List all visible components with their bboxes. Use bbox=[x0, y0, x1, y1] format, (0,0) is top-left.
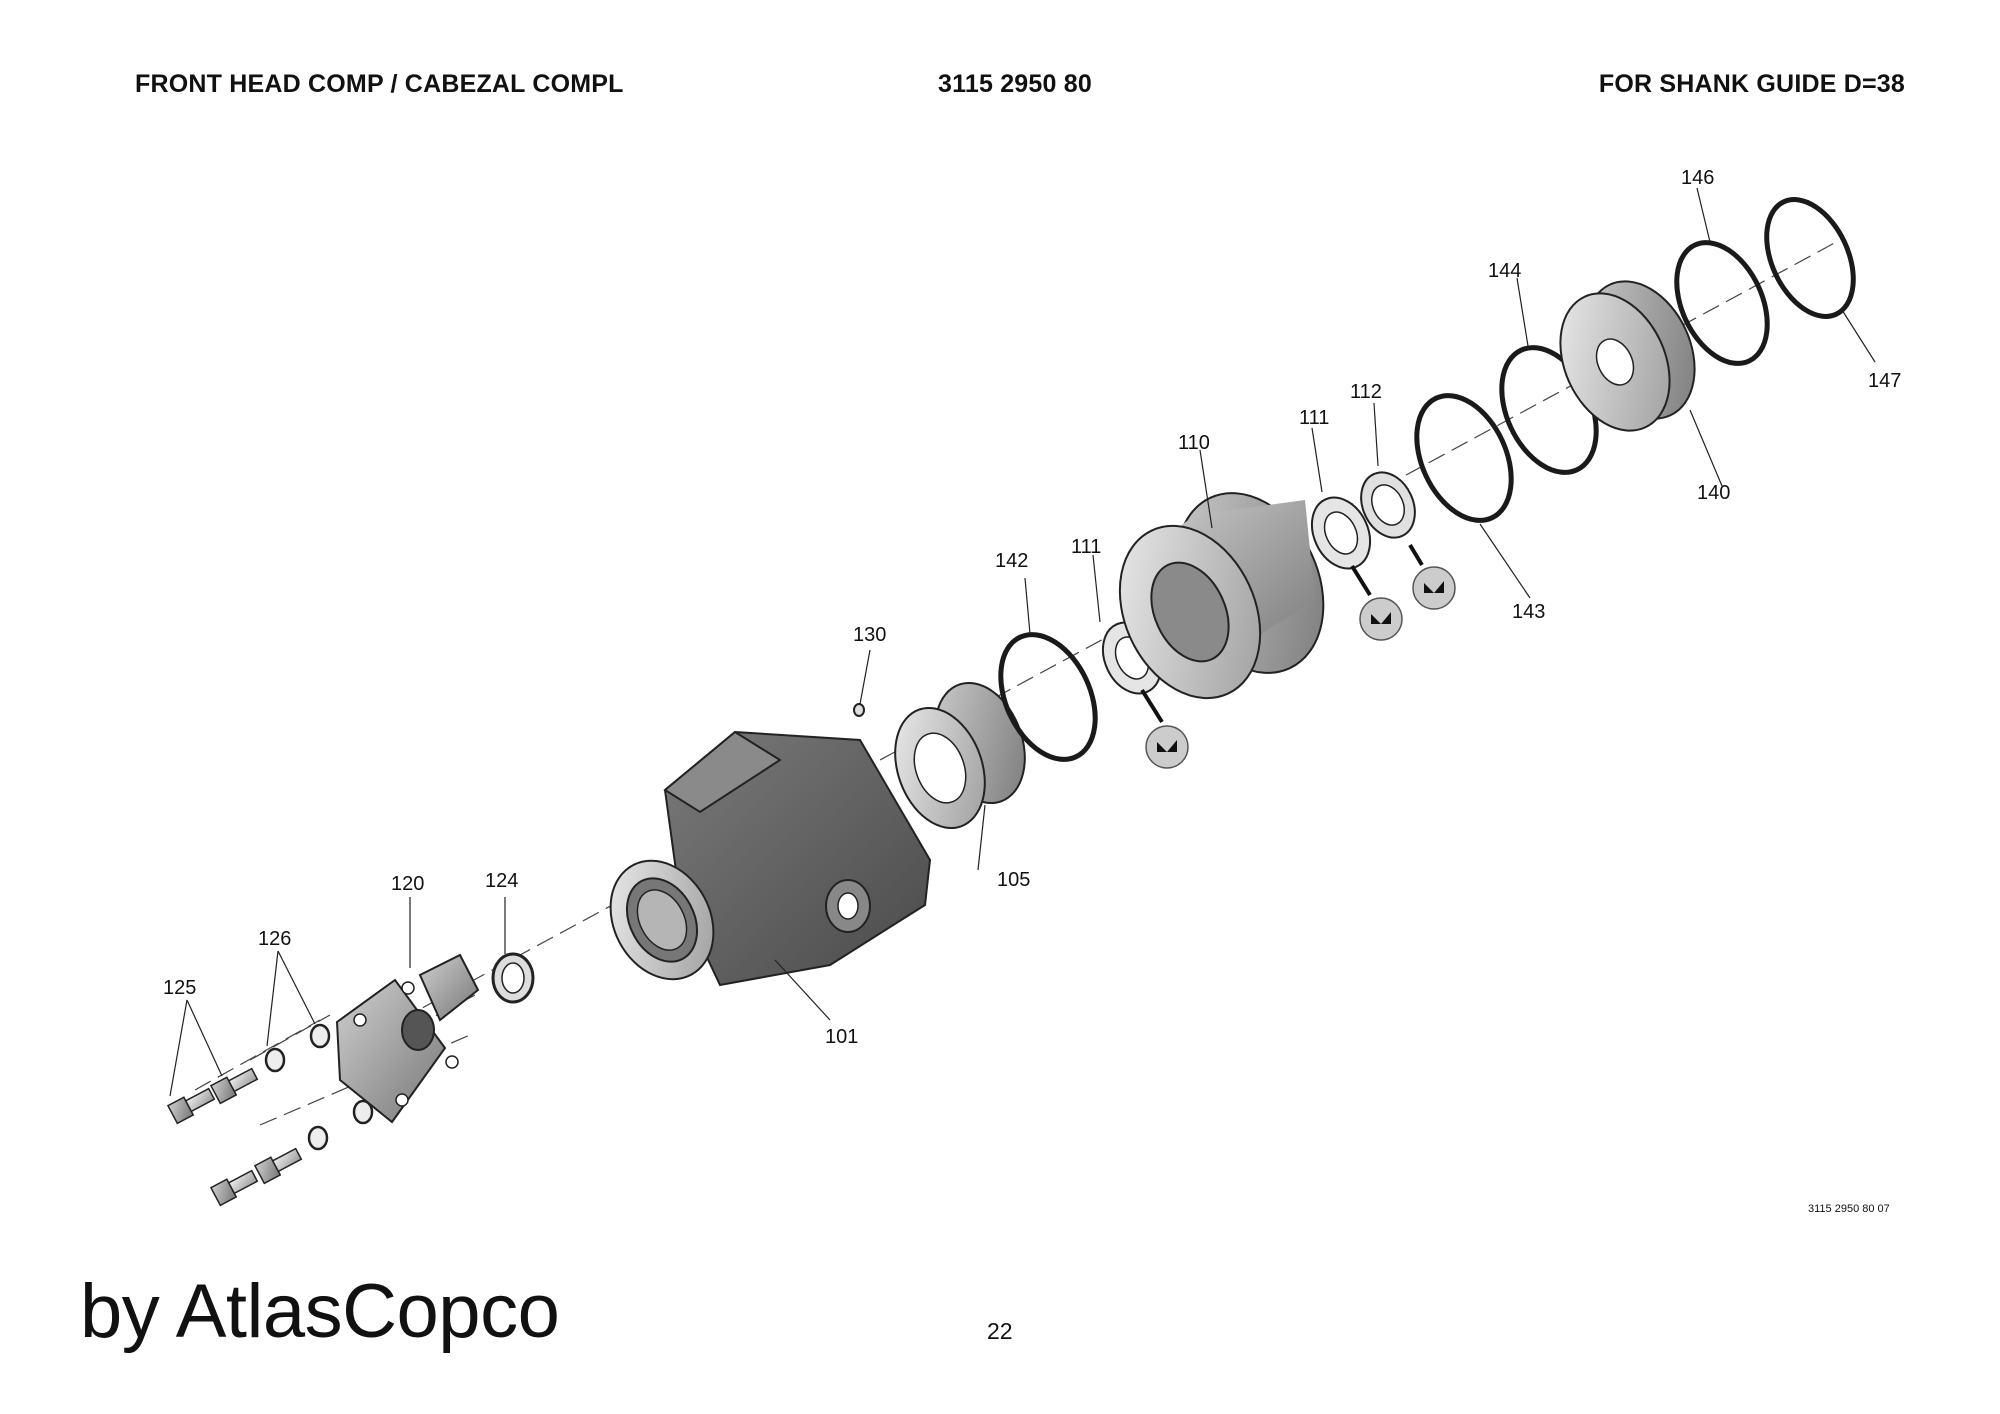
callout-130: 130 bbox=[853, 624, 886, 646]
seal-111-rear bbox=[1310, 496, 1372, 570]
callout-111: 111 bbox=[1299, 407, 1329, 429]
seal-profile-icon bbox=[1350, 564, 1403, 641]
callout-110: 110 bbox=[1178, 432, 1210, 454]
brand-text: by AtlasCopco bbox=[80, 1269, 560, 1354]
callout-125: 125 bbox=[163, 977, 196, 999]
header-part-number: 3115 2950 80 bbox=[938, 70, 1092, 98]
callout-120: 120 bbox=[391, 873, 424, 895]
bolt-125-upper-2 bbox=[209, 1067, 259, 1105]
drawing-reference: 3115 2950 80 07 bbox=[1808, 1203, 1890, 1215]
leader-lines bbox=[169, 187, 1876, 1097]
callout-112: 112 bbox=[1350, 381, 1382, 403]
header-title-right: FOR SHANK GUIDE D=38 bbox=[1598, 70, 1905, 98]
callout-144: 144 bbox=[1488, 260, 1521, 282]
callout-105: 105 bbox=[997, 869, 1030, 891]
oring-146 bbox=[1674, 240, 1770, 366]
seal-profile-icon bbox=[1408, 543, 1456, 610]
page-number: 22 bbox=[987, 1318, 1013, 1344]
callout-140: 140 bbox=[1697, 482, 1730, 504]
callout-101: 101 bbox=[825, 1026, 858, 1048]
ring-124 bbox=[491, 952, 535, 1004]
bolt-125-lower bbox=[209, 1169, 259, 1207]
oring-147 bbox=[1764, 197, 1856, 319]
callout-142: 142 bbox=[995, 550, 1028, 572]
oring-143 bbox=[1414, 393, 1514, 523]
bushing-105 bbox=[894, 681, 1026, 830]
housing-101 bbox=[609, 730, 932, 987]
wiper-112 bbox=[1360, 471, 1416, 539]
flange-120 bbox=[335, 953, 480, 1124]
bolt-125-lower-2 bbox=[253, 1147, 303, 1185]
header-title-left: FRONT HEAD COMP / CABEZAL COMPL bbox=[135, 70, 624, 98]
callout-126: 126 bbox=[258, 928, 291, 950]
piston-140 bbox=[1559, 280, 1696, 432]
seal-profile-icon bbox=[1140, 688, 1189, 769]
oring-142 bbox=[998, 632, 1098, 762]
callout-124: 124 bbox=[485, 870, 518, 892]
bolt-125-upper bbox=[166, 1087, 216, 1125]
washer-126 bbox=[264, 1023, 374, 1151]
callout-146: 146 bbox=[1681, 167, 1714, 189]
callout-147: 147 bbox=[1868, 370, 1901, 392]
pin-130 bbox=[853, 703, 865, 717]
guide-110 bbox=[1118, 492, 1325, 700]
callout-111: 111 bbox=[1071, 536, 1101, 558]
callout-143: 143 bbox=[1512, 601, 1545, 623]
